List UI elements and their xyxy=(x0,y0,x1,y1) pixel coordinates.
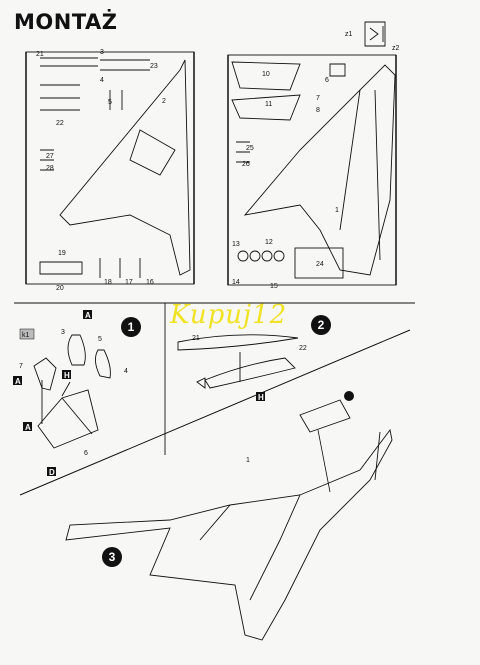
part-letter: D xyxy=(49,468,55,477)
part-label: 20 xyxy=(56,285,64,292)
part-label: 3 xyxy=(61,329,65,336)
detail-label: z2 xyxy=(392,45,400,52)
decal-label: k1 xyxy=(22,332,30,339)
sprue-right xyxy=(227,54,397,286)
step2-parts xyxy=(177,334,299,389)
part-label: 19 xyxy=(58,250,66,257)
step3-labels: 1 xyxy=(246,457,250,464)
watermark: Kupuj12 xyxy=(170,300,288,330)
part-letter: A xyxy=(15,377,21,386)
sprue-left-labels: 21 3 4 23 22 5 2 27 28 19 18 17 16 20 xyxy=(36,49,166,292)
part-label: 13 xyxy=(232,241,240,248)
part-label: 5 xyxy=(108,99,112,106)
part-label: 12 xyxy=(265,239,273,246)
detail-labels: z1 z2 xyxy=(345,31,400,52)
detail-diagram xyxy=(364,21,386,47)
part-letter: A xyxy=(25,423,31,432)
part-label: 22 xyxy=(56,120,64,127)
part-label: 8 xyxy=(316,107,320,114)
part-label: 21 xyxy=(36,51,44,58)
part-label: 23 xyxy=(150,63,158,70)
part-label: 6 xyxy=(84,450,88,457)
part-label: 16 xyxy=(146,279,154,286)
part-label: 21 xyxy=(192,335,200,342)
sprue-right-labels: 10 6 11 7 8 25 26 1 13 12 14 15 24 xyxy=(232,71,339,290)
part-label: 6 xyxy=(325,77,329,84)
part-label: 24 xyxy=(316,261,324,268)
part-label: 15 xyxy=(270,283,278,290)
part-label: 28 xyxy=(46,165,54,172)
part-letter: H xyxy=(64,371,70,380)
part-label: 2 xyxy=(162,98,166,105)
part-letter: H xyxy=(258,393,264,402)
part-label: 14 xyxy=(232,279,240,286)
part-label: 25 xyxy=(246,145,254,152)
step-1-number: 1 xyxy=(128,320,135,334)
part-label: 17 xyxy=(125,279,133,286)
part-label: 1 xyxy=(246,457,250,464)
part-label: 27 xyxy=(46,153,54,160)
detail-label: z1 xyxy=(345,31,353,38)
step1-parts xyxy=(33,334,111,449)
step1-labels: 3 A 5 4 H 7 A A 6 D k1 xyxy=(13,310,128,477)
page-title: MONTAŻ xyxy=(14,10,118,34)
part-label: 18 xyxy=(104,279,112,286)
part-label: 3 xyxy=(100,49,104,56)
part-label: 4 xyxy=(100,77,104,84)
part-label: 4 xyxy=(124,368,128,375)
part-label: 11 xyxy=(265,101,272,108)
part-label: 10 xyxy=(262,71,270,78)
part-label: 5 xyxy=(98,336,102,343)
sprue-left xyxy=(25,51,195,285)
step-badges: 1 2 3 xyxy=(102,315,354,567)
part-letter: A xyxy=(85,311,91,320)
step-3-number: 3 xyxy=(109,550,116,564)
part-label: 26 xyxy=(242,161,250,168)
part-label: 1 xyxy=(335,207,339,214)
part-label: 7 xyxy=(316,95,320,102)
step3-aircraft xyxy=(65,399,393,641)
step2-labels: 21 22 H xyxy=(192,335,307,402)
part-label: 7 xyxy=(19,363,23,370)
step-2-number: 2 xyxy=(318,318,325,332)
part-label: 22 xyxy=(299,345,307,352)
